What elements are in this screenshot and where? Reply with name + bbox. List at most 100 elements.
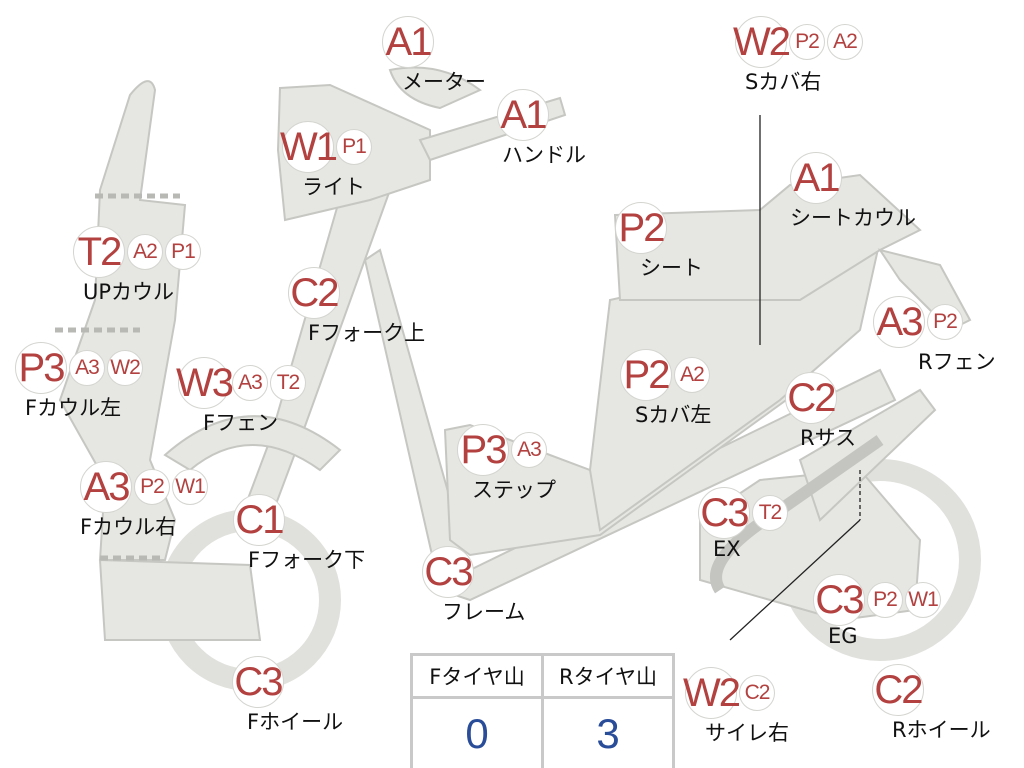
part-label: Rホイール [892,718,991,742]
primary-damage-code: A1 [790,152,842,204]
part-label: Sカバ右 [745,70,822,94]
part-label: Sカバ左 [635,403,712,427]
part-label: Fフォーク下 [248,548,366,572]
primary-damage-code: C3 [698,487,750,539]
damage-codes: A1 [497,89,549,141]
damage-codes: P2 [615,202,667,254]
secondary-damage-code: A3 [69,350,105,386]
tire-tread-table: Fタイヤ山 Rタイヤ山 0 3 [410,653,675,768]
part-label: Fホイール [247,710,344,734]
rear-tire-value: 3 [541,696,675,768]
secondary-damage-code: A2 [674,357,710,393]
secondary-damage-code: A2 [127,234,163,270]
damage-codes: C3 [232,656,284,708]
primary-damage-code: W2 [733,16,791,68]
damage-codes: A1 [382,16,434,68]
secondary-damage-code: A2 [827,24,863,60]
part-label: EX [713,537,741,561]
secondary-damage-code: T2 [752,495,788,531]
secondary-damage-code: A3 [511,432,547,468]
damage-codes: C2 [872,664,924,716]
damage-codes: C3 [422,546,474,598]
secondary-damage-code: A3 [232,365,268,401]
secondary-damage-code: C2 [739,675,775,711]
primary-damage-code: W1 [280,121,338,173]
primary-damage-code: C1 [233,494,285,546]
front-tire-value: 0 [410,696,544,768]
primary-damage-code: C3 [813,574,865,626]
secondary-damage-code: W2 [107,350,143,386]
part-label: Rサス [800,426,857,450]
part-label: フレーム [442,600,526,624]
damage-codes: C2 [288,267,340,319]
primary-damage-code: C2 [288,267,340,319]
primary-damage-code: A1 [382,16,434,68]
primary-damage-code: P3 [457,424,509,476]
primary-damage-code: P3 [15,342,67,394]
part-label: Rフェン [918,350,996,374]
primary-damage-code: P2 [620,349,672,401]
primary-damage-code: C2 [785,372,837,424]
primary-damage-code: C3 [422,546,474,598]
primary-damage-code: W3 [176,357,234,409]
part-label: シートカウル [790,206,916,230]
part-label: EG [828,624,858,648]
damage-codes: A1 [790,152,842,204]
primary-damage-code: C3 [232,656,284,708]
part-label: UPカウル [83,280,175,304]
part-label: ライト [302,175,365,199]
secondary-damage-code: P1 [336,129,372,165]
primary-damage-code: W2 [683,667,741,719]
primary-damage-code: T2 [73,226,125,278]
front-tire-label: Fタイヤ山 [410,653,544,699]
part-label: Fカウル左 [25,396,122,420]
secondary-damage-code: P1 [165,234,201,270]
primary-damage-code: C2 [872,664,924,716]
primary-damage-code: P2 [615,202,667,254]
damage-codes: C1 [233,494,285,546]
secondary-damage-code: W1 [172,469,208,505]
part-label: ハンドル [502,143,586,167]
secondary-damage-code: T2 [270,365,306,401]
secondary-damage-code: P2 [927,304,963,340]
damage-codes: C2 [785,372,837,424]
secondary-damage-code: W1 [905,582,941,618]
rear-tire-label: Rタイヤ山 [541,653,675,699]
part-label: Fフェン [203,411,279,435]
part-label: シート [640,256,703,280]
secondary-damage-code: P2 [789,24,825,60]
primary-damage-code: A3 [873,296,925,348]
part-label: サイレ右 [705,721,789,745]
part-label: Fカウル右 [80,515,177,539]
primary-damage-code: A3 [80,461,132,513]
